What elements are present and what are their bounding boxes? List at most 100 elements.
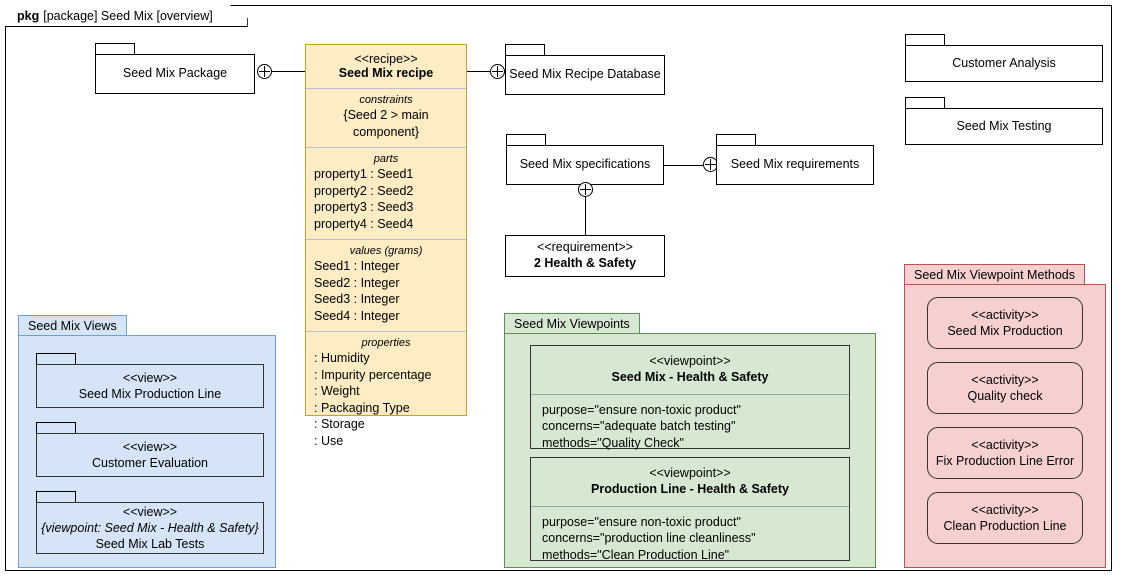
package-seed-mix-requirements[interactable]: Seed Mix requirements — [716, 145, 874, 185]
package-customer-analysis[interactable]: Customer Analysis — [905, 45, 1103, 82]
viewpoint-concerns: concerns="production line cleanliness" — [542, 531, 756, 546]
viewpoint-purpose: purpose="ensure non-toxic product" — [542, 402, 741, 417]
package-tab-customer-analysis — [905, 34, 945, 45]
group-seed-mix-viewpoint-methods: Seed Mix Viewpoint Methods <<activity>> … — [904, 264, 1106, 568]
viewpoint-methods: methods="Clean Production Line" — [542, 547, 730, 562]
activity-stereotype: <<activity>> — [971, 437, 1039, 452]
package-seed-mix-specifications-label: Seed Mix specifications — [519, 157, 651, 172]
activity-name: Seed Mix Production — [947, 324, 1063, 338]
group-seed-mix-viewpoints-title-text: Seed Mix Viewpoints — [514, 316, 630, 331]
recipe-value-row: Seed1 : Integer — [314, 259, 400, 273]
recipe-value-row: Seed2 : Integer — [314, 275, 400, 290]
containment-icon-specs-requirement-block — [578, 182, 593, 197]
group-seed-mix-views-title: Seed Mix Views — [18, 315, 127, 336]
viewpoint-methods: methods="Quality Check" — [542, 435, 684, 450]
activity-name: Fix Production Line Error — [935, 454, 1075, 468]
frame-keyword: pkg — [17, 8, 40, 23]
view-stereotype: <<view>> — [122, 370, 178, 385]
package-tab-view-customer-evaluation — [36, 422, 76, 433]
recipe-name: Seed Mix recipe — [338, 66, 434, 80]
view-stereotype: <<view>> — [122, 504, 178, 519]
package-tab-view-production-line — [36, 353, 76, 364]
recipe-property-row: : Humidity — [314, 351, 370, 365]
recipe-part-row: property2 : Seed2 — [314, 183, 414, 198]
package-seed-mix-recipe-database-label: Seed Mix Recipe Database — [509, 67, 661, 82]
view-seed-mix-production-line[interactable]: <<view>> Seed Mix Production Line — [36, 364, 264, 408]
activity-stereotype: <<activity>> — [971, 307, 1039, 322]
activity-quality-check[interactable]: <<activity>> Quality check — [927, 362, 1083, 414]
group-seed-mix-viewpoints: Seed Mix Viewpoints <<viewpoint>> Seed M… — [504, 313, 876, 568]
block-health-safety-requirement[interactable]: <<requirement>> 2 Health & Safety — [505, 235, 665, 277]
recipe-part-row: property4 : Seed4 — [314, 216, 414, 231]
package-seed-mix-package[interactable]: Seed Mix Package — [95, 54, 255, 94]
containment-icon-recipe-database — [490, 64, 505, 79]
package-tab-seed-mix-requirements — [716, 134, 756, 145]
package-customer-analysis-label: Customer Analysis — [952, 55, 1056, 70]
block-seed-mix-recipe[interactable]: <<recipe>> Seed Mix recipe constraints {… — [305, 44, 467, 448]
group-seed-mix-views-title-text: Seed Mix Views — [28, 318, 117, 333]
activity-name: Clean Production Line — [943, 519, 1067, 533]
recipe-compartment-properties: properties : Humidity : Impurity percent… — [306, 332, 466, 456]
recipe-compartment-parts-caption: parts — [373, 153, 399, 165]
recipe-property-row: : Packaging Type — [314, 400, 410, 415]
recipe-header: <<recipe>> Seed Mix recipe — [306, 45, 466, 89]
view-name: Customer Evaluation — [91, 456, 209, 470]
containment-icon-package-recipe — [257, 64, 272, 79]
frame-label-text: [package] Seed Mix [overview] — [43, 8, 213, 23]
viewpoint-production-line-health-safety[interactable]: <<viewpoint>> Production Line - Health &… — [530, 457, 850, 562]
recipe-part-row: property3 : Seed3 — [314, 200, 414, 214]
connector-recipe-to-database — [467, 71, 491, 72]
package-tab-seed-mix-package — [95, 43, 135, 54]
package-seed-mix-testing-label: Seed Mix Testing — [956, 118, 1052, 133]
recipe-part-row: property1 : Seed1 — [314, 167, 414, 181]
package-tab-seed-mix-specifications — [506, 134, 546, 145]
viewpoint-stereotype: <<viewpoint>> — [649, 466, 731, 480]
group-seed-mix-viewpoint-methods-title-text: Seed Mix Viewpoint Methods — [914, 267, 1075, 282]
recipe-stereotype: <<recipe>> — [354, 52, 418, 66]
group-seed-mix-viewpoints-title: Seed Mix Viewpoints — [504, 313, 640, 334]
activity-fix-production-line-error[interactable]: <<activity>> Fix Production Line Error — [927, 427, 1083, 479]
package-seed-mix-recipe-database[interactable]: Seed Mix Recipe Database — [505, 55, 665, 95]
recipe-property-row: : Storage — [314, 417, 365, 431]
viewpoint-concerns: concerns="adequate batch testing" — [542, 419, 736, 434]
connector-specs-to-requirement-block — [585, 190, 586, 235]
view-name: Seed Mix Production Line — [78, 387, 222, 401]
recipe-value-row: Seed4 : Integer — [314, 308, 400, 323]
package-seed-mix-specifications[interactable]: Seed Mix specifications — [506, 145, 664, 185]
recipe-property-row: : Weight — [314, 384, 360, 398]
viewpoint-body: purpose="ensure non-toxic product" conce… — [531, 395, 849, 459]
requirement-name: 2 Health & Safety — [533, 256, 637, 270]
viewpoint-name: Production Line - Health & Safety — [591, 482, 789, 497]
group-seed-mix-viewpoint-methods-title: Seed Mix Viewpoint Methods — [904, 264, 1085, 285]
view-seed-mix-lab-tests[interactable]: <<view>> {viewpoint: Seed Mix - Health &… — [36, 502, 264, 554]
viewpoint-stereotype: <<viewpoint>> — [649, 354, 731, 368]
activity-name: Quality check — [967, 389, 1043, 403]
recipe-compartment-constraints-caption: constraints — [359, 94, 413, 106]
recipe-value-row: Seed3 : Integer — [314, 292, 400, 306]
connector-specs-to-requirements — [664, 165, 711, 166]
diagram-frame-label: pkg[package] Seed Mix [overview] — [5, 5, 248, 27]
recipe-property-row: : Impurity percentage — [314, 367, 432, 382]
package-seed-mix-testing[interactable]: Seed Mix Testing — [905, 108, 1103, 145]
view-name: Seed Mix Lab Tests — [95, 537, 205, 552]
view-viewpoint-tag: {viewpoint: Seed Mix - Health & Safety} — [41, 520, 259, 535]
activity-stereotype: <<activity>> — [971, 502, 1039, 517]
viewpoint-header: <<viewpoint>> Seed Mix - Health & Safety — [531, 346, 849, 395]
view-customer-evaluation[interactable]: <<view>> Customer Evaluation — [36, 433, 264, 477]
viewpoint-name: Seed Mix - Health & Safety — [611, 370, 769, 385]
viewpoint-seed-mix-health-safety[interactable]: <<viewpoint>> Seed Mix - Health & Safety… — [530, 345, 850, 450]
view-stereotype: <<view>> — [122, 439, 178, 454]
viewpoint-body: purpose="ensure non-toxic product" conce… — [531, 507, 849, 571]
group-seed-mix-views: Seed Mix Views <<view>> Seed Mix Product… — [18, 315, 276, 568]
activity-seed-mix-production[interactable]: <<activity>> Seed Mix Production — [927, 297, 1083, 349]
recipe-compartment-parts: parts property1 : Seed1 property2 : Seed… — [306, 148, 466, 240]
viewpoint-purpose: purpose="ensure non-toxic product" — [542, 514, 741, 529]
activity-clean-production-line[interactable]: <<activity>> Clean Production Line — [927, 492, 1083, 544]
recipe-compartment-constraints: constraints {Seed 2 > main component} — [306, 89, 466, 148]
requirement-stereotype: <<requirement>> — [537, 240, 633, 255]
recipe-compartment-properties-caption: properties — [361, 337, 411, 349]
package-seed-mix-package-label: Seed Mix Package — [122, 66, 228, 81]
connector-package-to-recipe — [272, 71, 305, 72]
viewpoint-header: <<viewpoint>> Production Line - Health &… — [531, 458, 849, 507]
